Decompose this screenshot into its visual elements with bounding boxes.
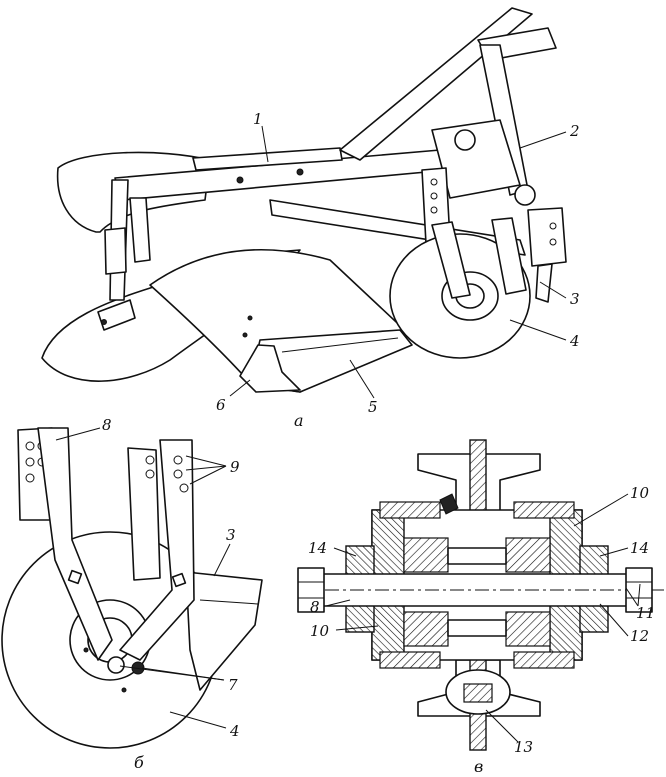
callout-v-11: 11: [636, 604, 655, 622]
panel-v-drawing: [297, 439, 664, 751]
callout-v-14-right: 14: [630, 539, 649, 557]
panel-v-callouts: 10 14 14 11 8 12 10 13 в: [308, 484, 655, 776]
callout-a-6: 6: [216, 396, 226, 414]
callout-a-1: 1: [253, 110, 263, 128]
callout-v-12: 12: [630, 627, 649, 645]
callout-a-4: 4: [569, 332, 580, 350]
callout-v-8: 8: [310, 598, 320, 616]
callout-b-3: 3: [226, 526, 236, 544]
callout-v-10-top: 10: [630, 484, 650, 502]
callout-a-2: 2: [569, 122, 580, 140]
caption-panel-b: б: [134, 753, 144, 772]
callout-b-9: 9: [230, 458, 240, 476]
callout-b-4: 4: [229, 722, 240, 740]
caption-panel-a: а: [294, 411, 304, 430]
caption-panel-v: в: [474, 757, 483, 776]
callout-v-10-bottom: 10: [310, 622, 330, 640]
callout-v-14-left: 14: [308, 539, 327, 557]
panel-b-callouts: 8 9 3 7 4 б: [55, 416, 240, 772]
panel-a-callouts: 1 2 3 4 5 6 а: [216, 110, 580, 430]
callout-a-3: 3: [570, 290, 580, 308]
callout-a-5: 5: [368, 398, 378, 416]
callout-v-13: 13: [514, 738, 533, 756]
callout-b-8: 8: [102, 416, 112, 434]
panel-b-drawing: [1, 427, 263, 749]
panel-a-drawing: [41, 7, 567, 393]
callout-b-7: 7: [228, 676, 238, 694]
